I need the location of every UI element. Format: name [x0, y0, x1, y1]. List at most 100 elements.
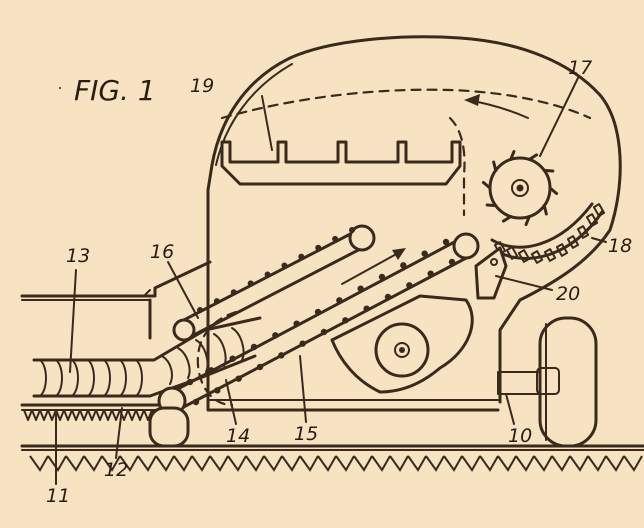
conveyor-stud — [342, 317, 349, 324]
deflector-20 — [474, 246, 508, 300]
conveyor-stud — [264, 271, 271, 278]
conveyor-stud — [315, 244, 322, 251]
hatch-mark — [371, 455, 391, 472]
label-17: 17 — [568, 57, 592, 79]
rotation-arrow — [464, 94, 529, 119]
elevator-conveyor-16 — [172, 224, 376, 342]
drive-wheel — [374, 322, 430, 378]
hatch-mark — [443, 455, 463, 472]
rotor-tooth — [485, 203, 498, 208]
conveyor-stud — [406, 282, 413, 289]
conveyor-stud — [192, 398, 200, 406]
hatch-mark — [29, 455, 49, 472]
conveyor-stud — [299, 340, 306, 347]
auger-flights — [39, 327, 245, 397]
conveyor-stud — [400, 262, 407, 269]
hatch-mark — [407, 455, 427, 472]
conveyor-stud — [332, 235, 339, 242]
hatch-mark — [209, 455, 229, 472]
auger-flight — [55, 359, 63, 397]
leader-lines — [55, 77, 607, 485]
conveyor-stud — [230, 289, 237, 296]
hatch-mark — [47, 455, 67, 472]
hatch-mark — [479, 455, 499, 472]
hatch-mark — [65, 455, 85, 472]
conveyor-studs-16 — [197, 227, 355, 313]
label-19: 19 — [190, 75, 214, 97]
discharge-chain-18 — [490, 202, 606, 264]
ground-wheel — [536, 316, 598, 448]
hatch-mark — [83, 455, 103, 472]
conveyor-stud — [314, 308, 322, 316]
rotor-tooth — [492, 160, 498, 172]
conveyor-stud — [298, 253, 305, 260]
conveyor-stud — [293, 320, 300, 327]
auger-flight — [71, 359, 79, 397]
hatch-mark — [263, 455, 283, 472]
conveyor-stud — [336, 297, 343, 304]
label-18: 18 — [608, 235, 632, 257]
conveyor-stud — [213, 298, 220, 305]
conveyor-stud — [427, 270, 434, 277]
hatch-mark — [587, 455, 607, 472]
hatch-mark — [281, 455, 301, 472]
conveyor-stud — [208, 367, 215, 374]
figure-title: FIG. 1 — [74, 74, 156, 107]
cutter-tooth-row — [23, 409, 161, 421]
chain-link — [517, 249, 531, 263]
conveyor-stud — [214, 387, 221, 394]
conveyor-stud — [186, 378, 194, 386]
auger-flight — [103, 359, 111, 397]
hatch-mark — [605, 455, 625, 472]
chain-link — [555, 243, 569, 257]
label-12: 12 — [104, 459, 128, 481]
rotor-tooth — [481, 180, 492, 190]
auger-flight — [39, 359, 47, 397]
hatch-mark — [497, 455, 517, 472]
label-20: 20 — [556, 283, 580, 305]
hatch-mark — [569, 455, 589, 472]
hatch-mark — [227, 455, 247, 472]
label-16: 16 — [150, 241, 174, 263]
rotor-tooth — [527, 153, 539, 161]
conveyor-stud — [235, 375, 242, 382]
rotor-tooth — [509, 149, 516, 161]
auger-flight — [177, 347, 191, 379]
conveyor-stud — [256, 363, 264, 371]
hatch-mark — [551, 455, 571, 472]
label-11: 11 — [46, 485, 70, 507]
conveyor-stud — [363, 305, 370, 312]
conveyor-stud — [421, 250, 428, 257]
conveyor-stud — [349, 227, 355, 233]
conveyor-stud — [197, 307, 203, 313]
cutter-bar — [20, 403, 162, 421]
chain-link — [576, 225, 590, 239]
conveyor-stud — [320, 328, 328, 336]
front-roller — [148, 406, 190, 448]
hatch-mark — [533, 455, 553, 472]
chain-link — [566, 235, 580, 249]
hatch-mark — [461, 455, 481, 472]
chain-link — [505, 246, 519, 260]
auger-flight — [87, 359, 95, 397]
hatch-mark — [425, 455, 445, 472]
cutter-teeth — [23, 409, 161, 421]
chain-links — [493, 203, 606, 264]
conveyor-studs-15 — [186, 238, 456, 406]
chain-link — [530, 250, 544, 264]
conveyor-stud — [247, 280, 254, 287]
rotor-17 — [481, 149, 559, 227]
chain-link — [592, 203, 606, 217]
hatch-mark — [137, 455, 157, 472]
hatch-mark — [335, 455, 355, 472]
conveyor-stud — [272, 332, 279, 339]
ground-hatching — [29, 455, 643, 472]
hatch-mark — [191, 455, 211, 472]
auger-flight — [119, 359, 127, 397]
conveyor-stud — [229, 355, 236, 362]
hatch-mark — [317, 455, 337, 472]
conveyor-stud — [442, 238, 450, 246]
auger-flight — [231, 327, 245, 361]
hatch-mark — [623, 455, 643, 472]
